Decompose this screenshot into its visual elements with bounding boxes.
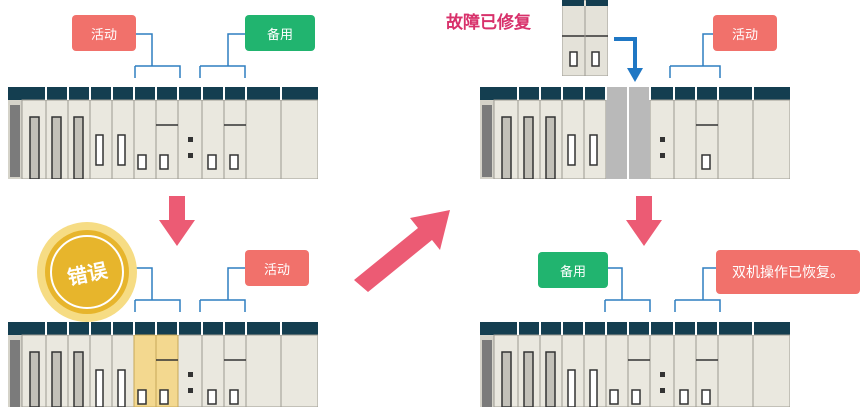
error-badge: 错误 (36, 221, 138, 323)
connector-top-left (134, 33, 246, 78)
repaired-module (562, 0, 608, 76)
label-active-top-left: 活动 (72, 15, 136, 51)
label-active-bottom-left: 活动 (245, 250, 309, 286)
label-recovered-bottom-right: 双机操作已恢复。 (716, 250, 860, 294)
plc-rack-bottom-left (8, 322, 318, 407)
label-active-top-right: 活动 (713, 15, 777, 51)
label-standby-top-left: 备用 (245, 15, 315, 51)
arrow-down-left (159, 196, 195, 246)
arrow-diagonal-up-right (354, 210, 450, 292)
connector-bottom-left (134, 267, 246, 312)
plc-rack-top-right (480, 87, 790, 179)
insert-arrow (614, 37, 643, 82)
label-standby-bottom-right: 备用 (538, 252, 608, 288)
error-badge-seal (37, 222, 137, 322)
plc-rack-bottom-right (480, 322, 790, 407)
error-badge-text: 错误 (65, 257, 110, 290)
repair-caption: 故障已修复 (446, 13, 531, 33)
connector-bottom-right (604, 267, 721, 312)
plc-rack-top-left (8, 87, 318, 179)
arrow-down-right (626, 196, 662, 246)
